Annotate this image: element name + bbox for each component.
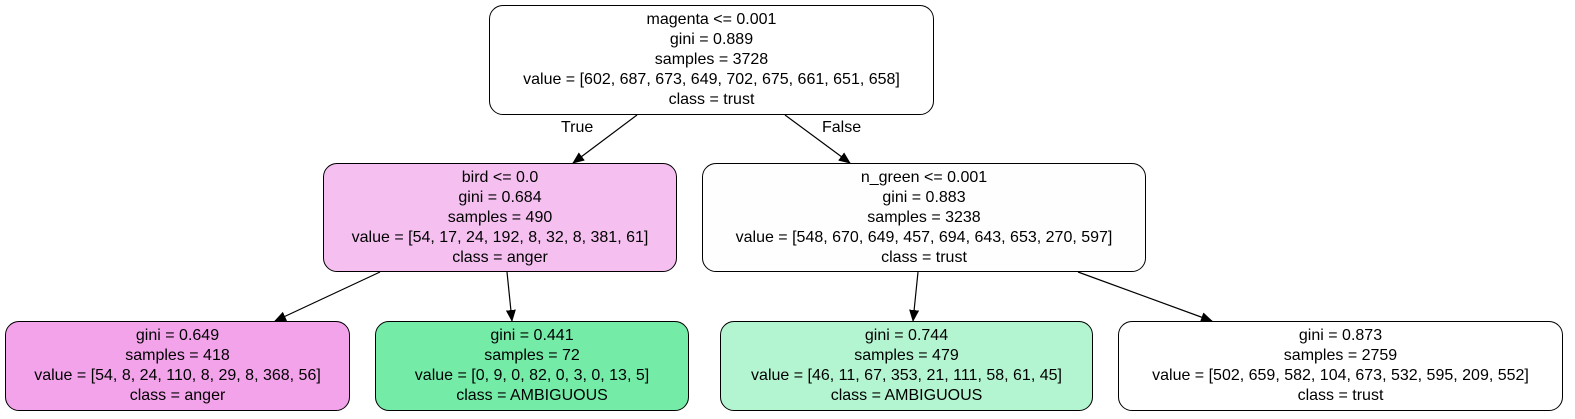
edge-root-left	[572, 114, 638, 164]
node-line: class = AMBIGUOUS	[830, 387, 983, 404]
node-line: value = [548, 670, 649, 457, 694, 643, 6…	[735, 228, 1113, 246]
tree-node-rr: gini = 0.873 samples = 2759 value = [502, …	[1118, 321, 1563, 411]
node-line: samples = 3238	[867, 208, 981, 226]
tree-node-lr: gini = 0.441 samples = 72 value = [0, 9, 0…	[375, 321, 689, 411]
edge-left-lr	[505, 271, 516, 322]
node-line: class = trust	[881, 248, 967, 266]
edge-label-true: True	[561, 119, 594, 136]
node-line: samples = 479	[854, 347, 959, 364]
node-line: class = trust	[1297, 387, 1384, 404]
tree-node-ll: gini = 0.649 samples = 418 value = [54, 8,…	[5, 321, 350, 411]
node-line: class = anger	[452, 248, 548, 266]
node-line: samples = 3728	[654, 51, 769, 68]
node-line: gini = 0.889	[669, 31, 754, 48]
node-line: gini = 0.744	[864, 327, 949, 344]
node-line: gini = 0.873	[1298, 327, 1383, 344]
node-line: class = anger	[129, 387, 226, 404]
tree-node-right: n_green <= 0.001 gini = 0.883 samples = 32…	[702, 163, 1146, 272]
node-line: value = [46, 11, 67, 353, 21, 111, 58, 6…	[751, 367, 1062, 384]
node-line: samples = 72	[484, 347, 580, 364]
edge-label-false: False	[822, 119, 862, 136]
edge-right-rl	[909, 271, 920, 322]
tree-node-root: magenta <= 0.001 gini = 0.889 samples = 37…	[489, 5, 934, 115]
node-line: value = [54, 8, 24, 110, 8, 29, 8, 368, …	[34, 367, 321, 384]
node-line: gini = 0.684	[458, 188, 542, 206]
edge-left-ll	[274, 271, 381, 322]
node-line: value = [0, 9, 0, 82, 0, 3, 0, 13, 5]	[414, 367, 650, 384]
node-line: samples = 2759	[1283, 347, 1398, 364]
node-line: magenta <= 0.001	[646, 11, 777, 28]
node-line: value = [602, 687, 673, 649, 702, 675, 6…	[523, 71, 900, 88]
node-line: samples = 418	[125, 347, 230, 364]
edge-root-right	[784, 114, 851, 164]
tree-node-left: bird <= 0.0 gini = 0.684 samples = 490 valu…	[323, 163, 677, 272]
node-line: value = [502, 659, 582, 104, 673, 532, 5…	[1152, 367, 1529, 384]
edge-right-rr	[1077, 271, 1213, 322]
node-line: gini = 0.883	[882, 188, 966, 206]
node-line: value = [54, 17, 24, 192, 8, 32, 8, 381,…	[351, 228, 649, 246]
node-line: class = AMBIGUOUS	[456, 387, 608, 404]
node-line: gini = 0.649	[135, 327, 220, 344]
tree-node-rl: gini = 0.744 samples = 479 value = [46, 11…	[720, 321, 1093, 411]
node-line: n_green <= 0.001	[860, 168, 988, 186]
node-line: class = trust	[668, 91, 755, 108]
node-line: gini = 0.441	[490, 327, 574, 344]
node-line: bird <= 0.0	[461, 168, 539, 186]
node-line: samples = 490	[447, 208, 553, 226]
